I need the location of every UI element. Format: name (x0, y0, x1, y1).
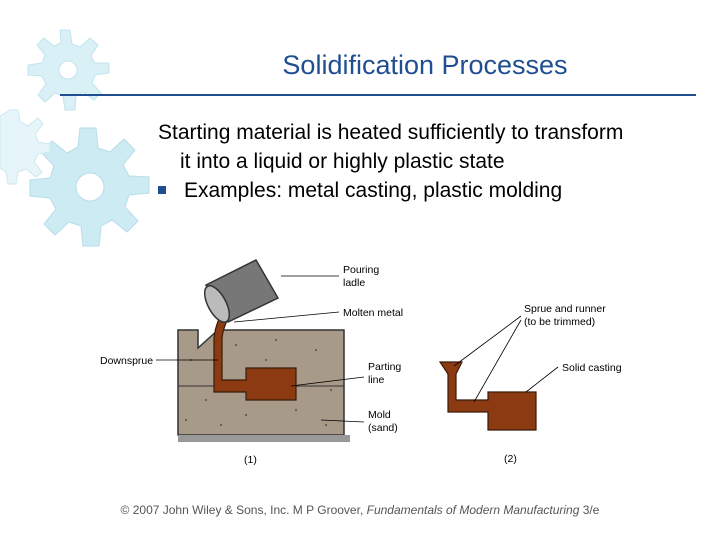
caption-1: (1) (244, 454, 257, 466)
bullet-item: Examples: metal casting, plastic molding (158, 176, 703, 205)
arrow-sprue-2 (473, 319, 522, 403)
bullet-text: Examples: metal casting, plastic molding (184, 179, 563, 202)
slide-title: Solidification Processes (282, 50, 568, 80)
gear-icon (29, 127, 150, 247)
label-sprue: Sprue and runner (524, 303, 606, 315)
arrow-solid-casting (525, 366, 559, 393)
pouring-ladle (203, 259, 280, 323)
label-mold: Mold (368, 409, 391, 421)
label-downsprue: Downsprue (100, 355, 153, 367)
label-solid-casting: Solid casting (562, 362, 622, 374)
label-pouring: Pouring (343, 264, 379, 276)
label-sand: (sand) (368, 422, 398, 434)
casting-figure: Pouring ladle Molten metal Downsprue Par… (100, 259, 622, 466)
gear-icon (27, 29, 110, 111)
gear-icon (0, 109, 51, 185)
title-divider (60, 94, 696, 96)
footer-edition: 3/e (579, 503, 600, 517)
arrow-parting (290, 376, 365, 387)
ground (178, 435, 350, 442)
arrow-mold (320, 419, 365, 423)
slide-footer: © 2007 John Wiley & Sons, Inc. M P Groov… (0, 503, 720, 517)
body-text-line: Starting material is heated sufficiently… (158, 121, 624, 144)
label-parting: Parting (368, 361, 401, 373)
body-text-line: it into a liquid or highly plastic state (180, 150, 505, 173)
square-bullet-icon (158, 186, 166, 194)
caption-2: (2) (504, 453, 517, 465)
label-trimmed: (to be trimmed) (524, 316, 595, 328)
slide-body: Starting material is heated sufficiently… (158, 118, 703, 205)
arrow-molten-metal (233, 311, 340, 323)
footer-book-title: Fundamentals of Modern Manufacturing (366, 503, 580, 517)
label-ladle: ladle (343, 277, 365, 289)
sand-texture (185, 339, 332, 426)
label-molten-metal: Molten metal (343, 307, 403, 319)
gear-decoration (0, 29, 150, 247)
label-line: line (368, 374, 385, 386)
footer-copyright: © 2007 John Wiley & Sons, Inc. M P Groov… (120, 503, 367, 517)
solid-casting (438, 361, 537, 431)
arrow-sprue-1 (453, 315, 522, 367)
